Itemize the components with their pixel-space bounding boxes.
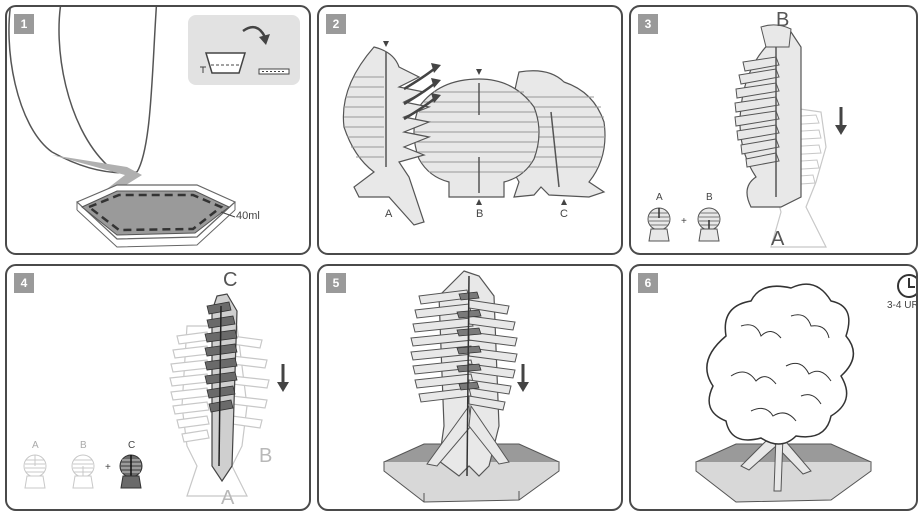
step-4-panel: 4 — [5, 264, 311, 511]
legend-piece-a — [24, 455, 46, 488]
side-label-b: B — [259, 446, 272, 466]
piece-c-label: C — [560, 209, 568, 220]
tray — [77, 185, 235, 247]
legend-piece-b — [72, 455, 94, 488]
bottom-label-a: A — [221, 488, 234, 508]
step-3-illustration — [631, 7, 918, 255]
legend-piece-a — [648, 208, 670, 241]
clock-icon — [898, 275, 918, 297]
step-3-badge: 3 — [638, 14, 658, 34]
top-label-b: B — [776, 10, 789, 30]
bottom-label-a: A — [771, 229, 784, 249]
piece-b-fins — [735, 25, 801, 207]
piece-b-label: B — [476, 209, 483, 220]
legend-label-c: C — [128, 441, 135, 451]
step-5-panel: 5 — [317, 264, 623, 511]
step-6-illustration — [631, 266, 918, 511]
step-1-illustration — [7, 7, 311, 255]
legend-piece-c — [120, 455, 142, 488]
legend-plus: + — [681, 217, 687, 227]
step-2-panel: 2 — [317, 5, 623, 255]
volume-label: 40ml — [236, 211, 260, 222]
legend-plus: + — [105, 463, 111, 473]
step-4-badge: 4 — [14, 273, 34, 293]
crystal-growth — [707, 284, 854, 444]
legend-label-b: B — [706, 193, 713, 203]
step-6-panel: 6 3-4 URI — [629, 264, 918, 511]
step-2-illustration — [319, 7, 623, 255]
step-5-badge: 5 — [326, 273, 346, 293]
step-4-illustration — [7, 266, 311, 511]
legend-label-b: B — [80, 441, 87, 451]
step-1-panel: 1 40ml — [5, 5, 311, 255]
legend-label-a: A — [656, 193, 663, 203]
piece-a-label: A — [385, 209, 392, 220]
legend-piece-b — [698, 208, 720, 241]
down-arrow-icon — [517, 364, 529, 392]
time-label: 3-4 URI — [887, 301, 918, 311]
down-arrow-icon — [277, 364, 289, 392]
step-6-badge: 6 — [638, 273, 658, 293]
legend-label-a: A — [32, 441, 39, 451]
top-label-c: C — [223, 270, 237, 290]
step-1-badge: 1 — [14, 14, 34, 34]
down-arrow-icon — [835, 107, 847, 135]
step-5-illustration — [319, 266, 623, 511]
step-2-badge: 2 — [326, 14, 346, 34]
step-3-panel: 3 — [629, 5, 918, 255]
